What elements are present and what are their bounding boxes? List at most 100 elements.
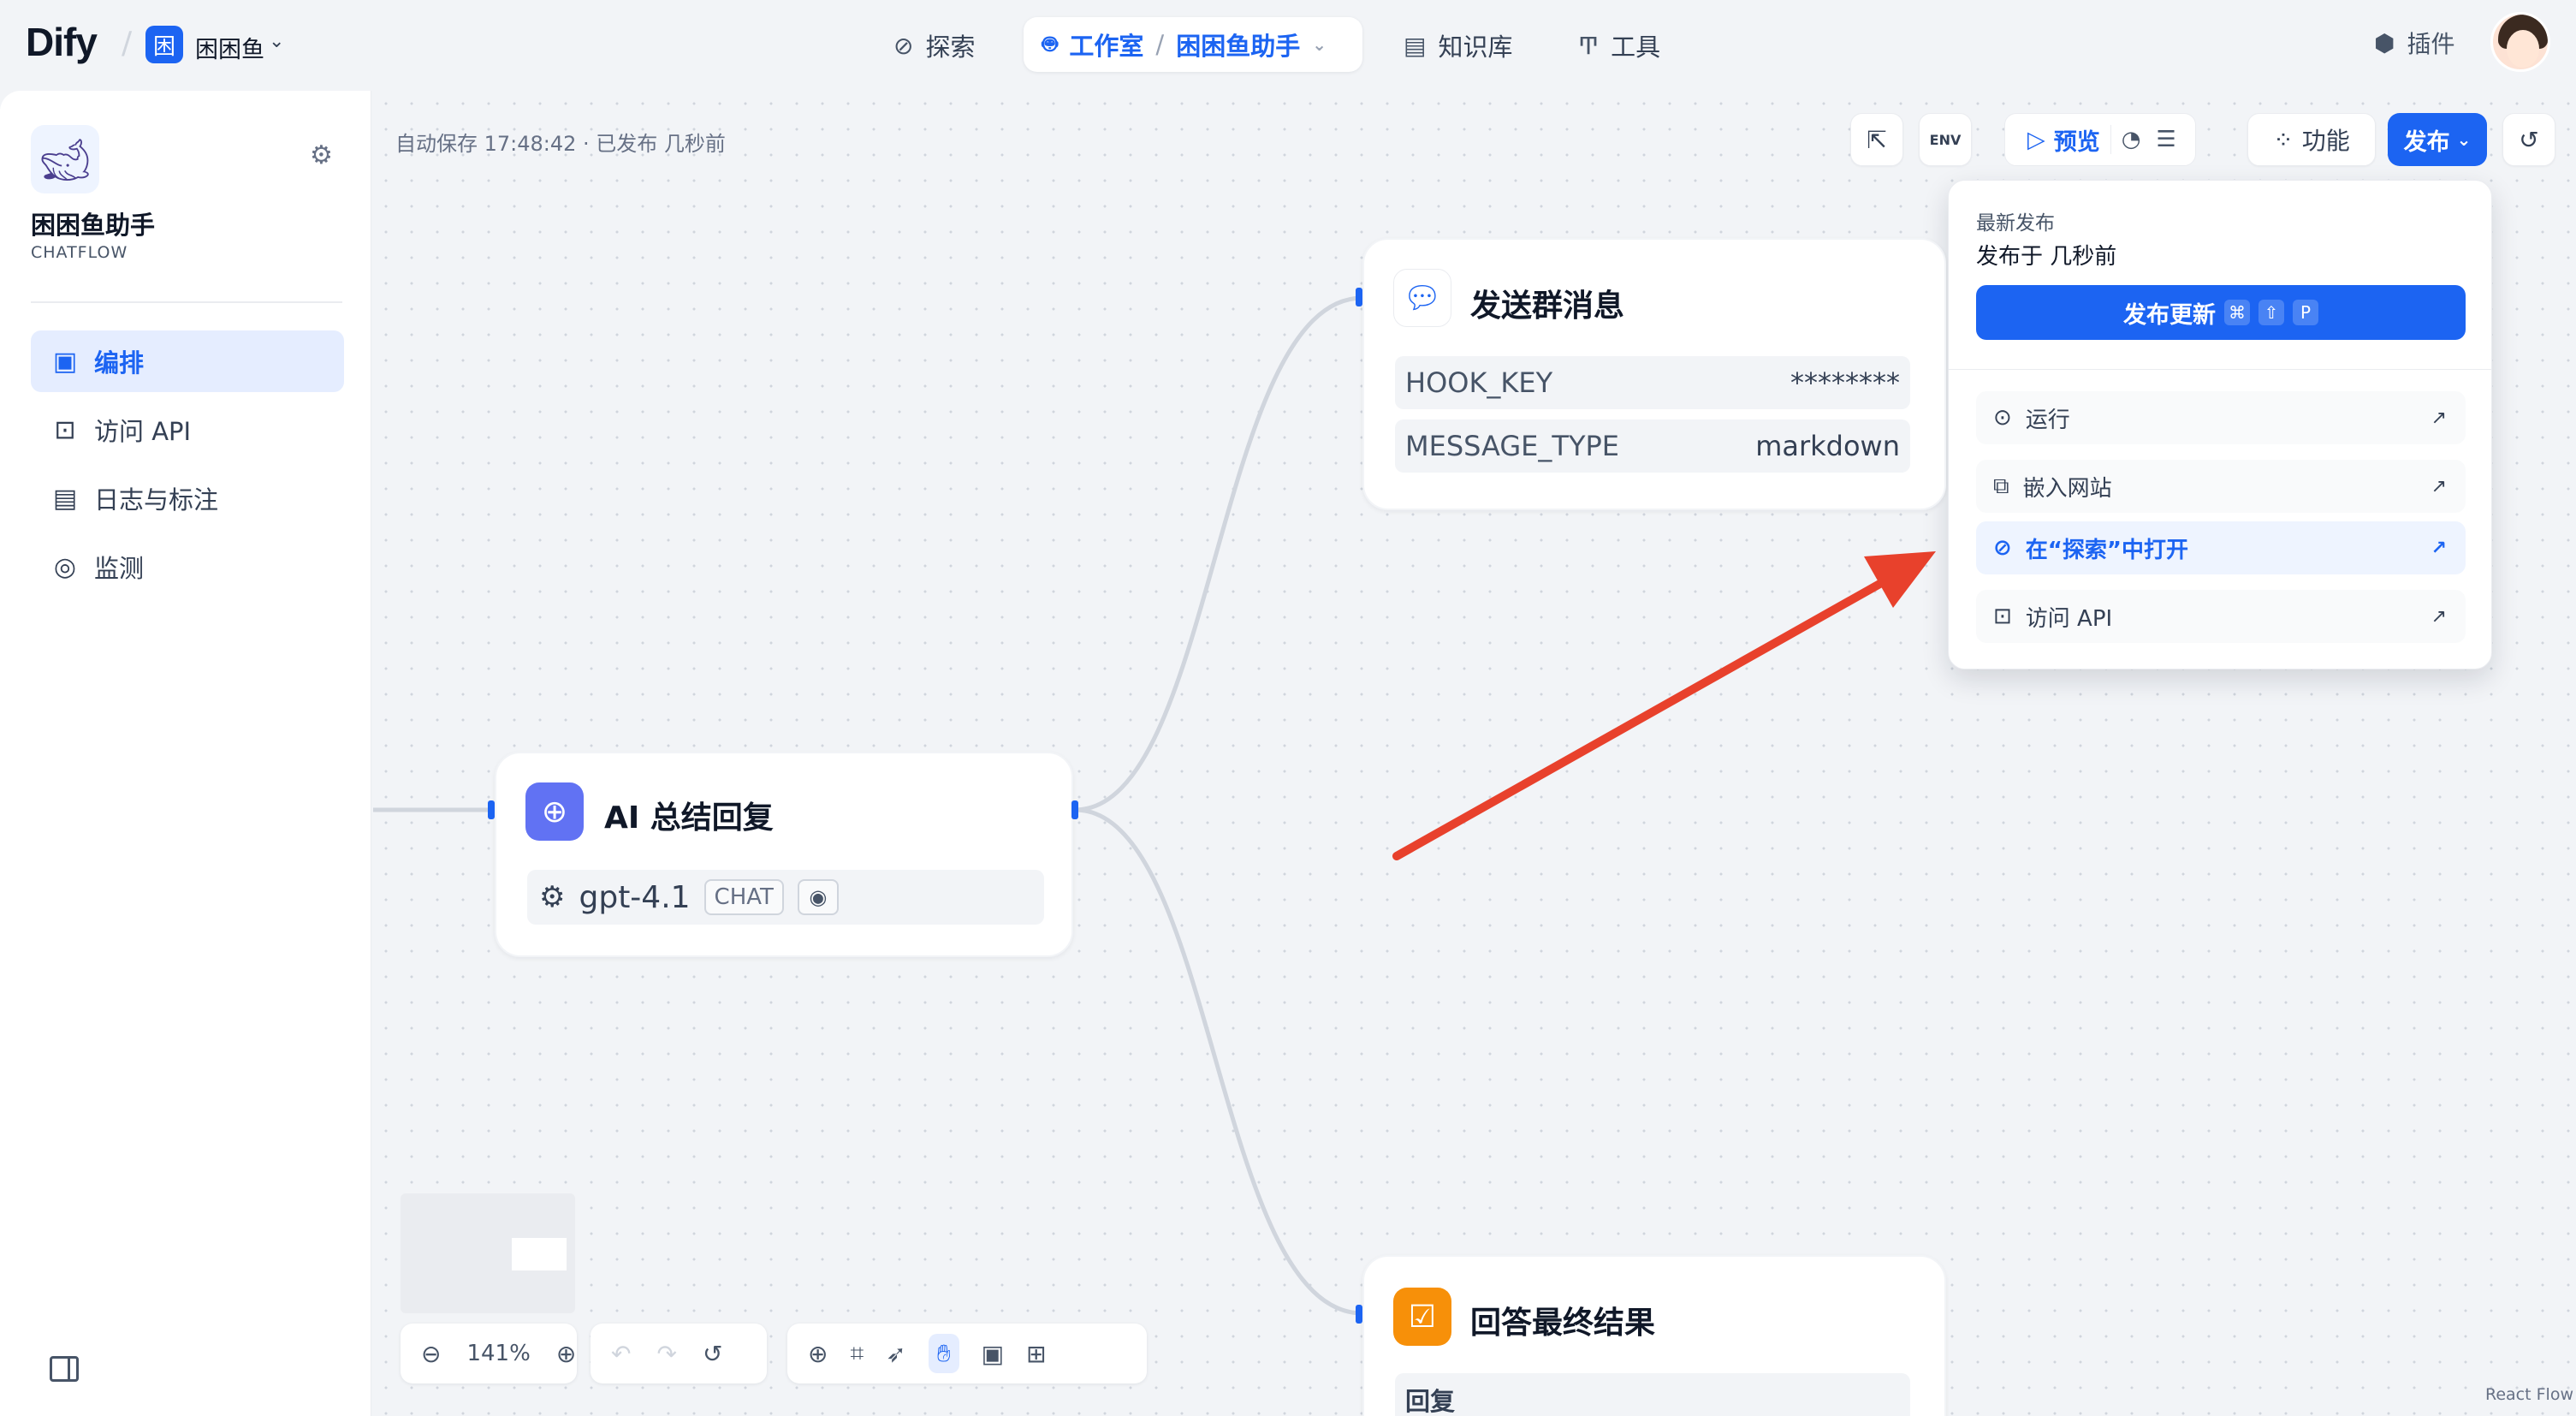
log-icon: ▤ [52,483,78,514]
user-avatar[interactable] [2490,12,2550,72]
gauge-icon: ◎ [53,551,77,582]
external-link-icon: ↗ [2431,475,2447,497]
sidebar-item-api[interactable]: ⊡ 访问 API [31,399,344,461]
node-title: 回答最终结果 [1470,1306,1656,1341]
breadcrumb-slash: / [122,26,133,61]
compass-icon: ⊘ [893,31,914,60]
node-ai-summary[interactable]: ⊕ AI 总结回复 ⚙ gpt-4.1 CHAT ◉ [495,752,1073,957]
sidebar-collapse-icon[interactable] [50,1356,79,1382]
external-link-icon: ↗ [2431,537,2447,559]
param-row: HOOK_KEY ******** [1395,356,1910,409]
chevron-down-icon[interactable]: ⌄ [269,31,285,52]
embed-website-label: 嵌入网站 [2022,475,2112,502]
publish-update-button[interactable]: 发布更新 ⌘ ⇧ P [1976,285,2466,340]
app-name: 困困鱼助手 [31,211,156,240]
embed-icon: ⧉ [1993,473,2009,499]
preview-button[interactable]: ▷ 预览 [2005,123,2100,157]
env-button[interactable]: ENV [1919,113,1972,166]
shortcut-p: P [2293,300,2318,325]
node-title: AI 总结回复 [604,800,774,836]
version-history-icon[interactable]: ↺ [2502,113,2555,166]
nav-tools[interactable]: Ͳ 工具 [1578,26,1660,65]
pointer-icon[interactable]: ➶ [886,1339,906,1368]
sidebar-item-orchestrate[interactable]: ▣ 编排 [31,330,344,392]
undo-icon[interactable]: ↶ [611,1339,632,1368]
node-input-handle[interactable] [1356,1305,1362,1324]
latest-publish-title: 最新发布 [1976,212,2055,235]
canvas-tools: ⊕ ⌗ ➶ ✋︎ ▣ ⊞ [787,1324,1147,1383]
chat-bubble-icon: 💬︎ [1393,269,1451,327]
terminal-icon: ⊡ [1993,604,2012,629]
terminal-icon: ⊡ [54,414,76,445]
sidebar-item-label: 日志与标注 [94,485,219,515]
run-app-label: 运行 [2025,407,2070,433]
add-node-icon[interactable]: ⊕ [808,1339,828,1368]
external-link-icon: ↗ [2431,605,2447,628]
zoom-level[interactable]: 141% [466,1341,531,1366]
workspace-name[interactable]: 困困鱼 [195,37,264,63]
app-whale-icon: 🐋︎ [31,125,99,193]
plugins-link[interactable]: ⬢ 插件 [2374,26,2454,60]
react-flow-attribution[interactable]: React Flow [2485,1385,2573,1404]
nav-explore[interactable]: ⊘ 探索 [893,26,975,65]
preview-group: ▷ 预览 ◔ ☰ [2004,113,2196,166]
export-image-icon[interactable]: ▣ [981,1339,1005,1368]
node-input-handle[interactable] [488,800,495,819]
embed-website-link[interactable]: ⧉ 嵌入网站 ↗ [1976,460,2466,513]
node-send-group-message[interactable]: 💬︎ 发送群消息 HOOK_KEY ******** MESSAGE_TYPE … [1362,238,1946,510]
run-app-link[interactable]: ⊙ 运行 ↗ [1976,391,2466,444]
organize-icon[interactable]: ⊞ [1026,1339,1047,1368]
sliders-icon[interactable]: ⚙ [310,140,333,170]
open-in-explore-link[interactable]: ⊘ 在“探索”中打开 ↗ [1976,521,2466,574]
access-api-link[interactable]: ⊡ 访问 API ↗ [1976,590,2466,643]
node-output-handle[interactable] [1071,800,1078,819]
play-circle-icon: ⊙ [1993,405,2012,431]
zoom-controls: ⊖ 141% ⊕ [401,1324,577,1383]
features-icon: ⁘ [2273,125,2294,154]
app-type: CHATFLOW [31,243,128,262]
zoom-in-icon[interactable]: ⊕ [555,1339,577,1368]
sidebar-item-label: 访问 API [94,417,192,446]
play-icon: ▷ [2027,126,2045,153]
redo-icon[interactable]: ↷ [656,1339,677,1368]
app-sidebar: 🐋︎ ⚙ 困困鱼助手 CHATFLOW ▣ 编排 ⊡ 访问 API ▤ 日志与标… [0,91,371,1416]
sidebar-item-label: 监测 [94,554,145,583]
node-input-handle[interactable] [1356,288,1362,306]
model-row: ⚙ gpt-4.1 CHAT ◉ [527,870,1044,925]
book-icon: ▤ [1404,31,1427,60]
nav-knowledge-label: 知识库 [1438,33,1513,62]
top-header: Dify / 困 困困鱼 ⌄ ⊘ 探索 🤖︎ 工作室 / 困困鱼助手 ⌄ ▤ 知… [0,0,2576,91]
workspace-avatar[interactable]: 困 [145,26,183,63]
node-final-answer[interactable]: ☑ 回答最终结果 回复 [1362,1255,1946,1416]
chevron-down-icon[interactable]: ⌄ [1312,34,1327,55]
nav-knowledge[interactable]: ▤ 知识库 [1404,26,1512,65]
sidebar-item-logs[interactable]: ▤ 日志与标注 [31,467,344,529]
nav-explore-label: 探索 [925,33,976,62]
panel-divider [1949,369,2491,370]
shortcut-shift: ⇧ [2258,300,2284,325]
sidebar-divider [31,301,342,303]
minimap[interactable] [401,1193,575,1313]
plugins-label: 插件 [2407,30,2455,58]
compass-icon: ⊘ [1993,535,2012,561]
add-note-icon[interactable]: ⌗ [850,1339,864,1367]
checklist-icon[interactable]: ☰ [2156,127,2176,152]
nav-studio-label[interactable]: 工作室 [1069,32,1144,61]
shortcut-cmd: ⌘ [2224,300,2250,325]
hand-icon[interactable]: ✋︎ [928,1334,959,1373]
history-icon[interactable]: ↺ [702,1339,723,1368]
external-link-icon: ↗ [2431,407,2447,429]
undo-publish-icon[interactable]: ⇱ [1850,113,1903,166]
current-app-label[interactable]: 困困鱼助手 [1176,32,1301,61]
features-button[interactable]: ⁘ 功能 [2247,113,2376,166]
zoom-out-icon[interactable]: ⊖ [421,1339,442,1368]
sidebar-item-monitor[interactable]: ◎ 监测 [31,536,344,598]
publish-button[interactable]: 发布 ⌄ [2388,113,2487,166]
publish-dropdown: 最新发布 发布于 几秒前 发布更新 ⌘ ⇧ P ⊙ 运行 ↗ ⧉ 嵌入网站 ↗ … [1948,180,2492,669]
answer-icon: ☑ [1393,1288,1451,1346]
answer-row: 回复 [1395,1373,1910,1416]
nav-studio[interactable]: 🤖︎ 工作室 / 困困鱼助手 ⌄ [1024,17,1362,72]
param-key: HOOK_KEY [1405,366,1553,399]
run-history-icon[interactable]: ◔ [2121,127,2141,152]
dify-logo[interactable]: Dify [26,20,98,64]
